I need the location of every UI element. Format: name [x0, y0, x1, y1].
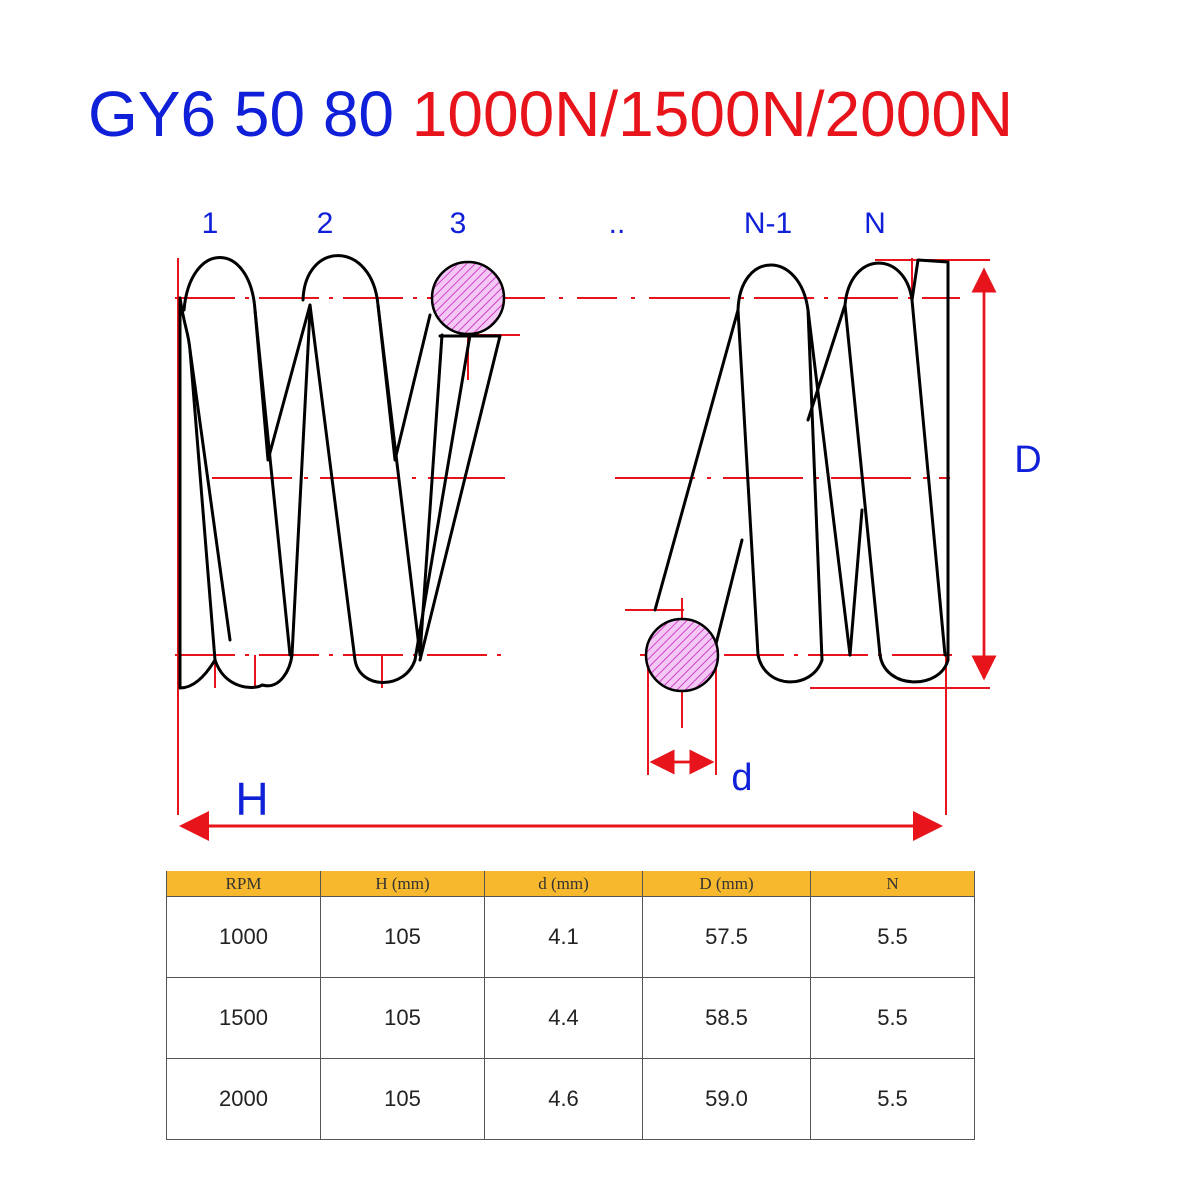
- coil-label-1: 1: [202, 207, 219, 240]
- cell-rpm: 1000: [166, 896, 321, 978]
- table-row: 1500 105 4.4 58.5 5.5: [166, 977, 975, 1059]
- header-n: N: [810, 871, 975, 897]
- force-ratings: 1000N/1500N/2000N: [411, 78, 1014, 150]
- cell-outer-d: 57.5: [642, 896, 811, 978]
- cell-rpm: 1500: [166, 977, 321, 1059]
- spring-diagram: 1 2 3 .. N-1 N: [175, 207, 1042, 841]
- spec-table: RPM H (mm) d (mm) D (mm) N 1000 105 4.1 …: [166, 871, 975, 1140]
- table-row: 1000 105 4.1 57.5 5.5: [166, 896, 975, 978]
- cell-h: 105: [320, 896, 485, 978]
- cell-wire-d: 4.6: [484, 1058, 643, 1140]
- table-row: 2000 105 4.6 59.0 5.5: [166, 1058, 975, 1140]
- table-header-row: RPM H (mm) d (mm) D (mm) N: [166, 871, 975, 897]
- cell-wire-d: 4.1: [484, 896, 643, 978]
- dimension-D-label: D: [1014, 439, 1041, 481]
- wire-section-top: [430, 260, 506, 336]
- dimension-d-label: d: [731, 757, 752, 799]
- wire-section-bottom: [644, 617, 720, 693]
- cell-h: 105: [320, 977, 485, 1059]
- cell-n: 5.5: [810, 896, 975, 978]
- cell-n: 5.5: [810, 1058, 975, 1140]
- page-title: GY6 50 80 1000N/1500N/2000N: [88, 78, 1013, 150]
- coil-label-2: 2: [317, 207, 334, 240]
- header-h: H (mm): [320, 871, 485, 897]
- dimension-H-label: H: [235, 773, 268, 825]
- header-outer-d: D (mm): [642, 871, 811, 897]
- spring-coils: [178, 254, 950, 690]
- cell-outer-d: 58.5: [642, 977, 811, 1059]
- header-wire-d: d (mm): [484, 871, 643, 897]
- cell-rpm: 2000: [166, 1058, 321, 1140]
- cell-wire-d: 4.4: [484, 977, 643, 1059]
- header-rpm: RPM: [166, 871, 321, 897]
- model-name: GY6 50 80: [88, 78, 394, 150]
- coil-label-ellipsis: ..: [609, 207, 626, 240]
- cell-h: 105: [320, 1058, 485, 1140]
- coil-label-n-minus-1: N-1: [744, 207, 792, 240]
- cell-outer-d: 59.0: [642, 1058, 811, 1140]
- cell-n: 5.5: [810, 977, 975, 1059]
- coil-label-n: N: [864, 207, 886, 240]
- coil-label-3: 3: [450, 207, 467, 240]
